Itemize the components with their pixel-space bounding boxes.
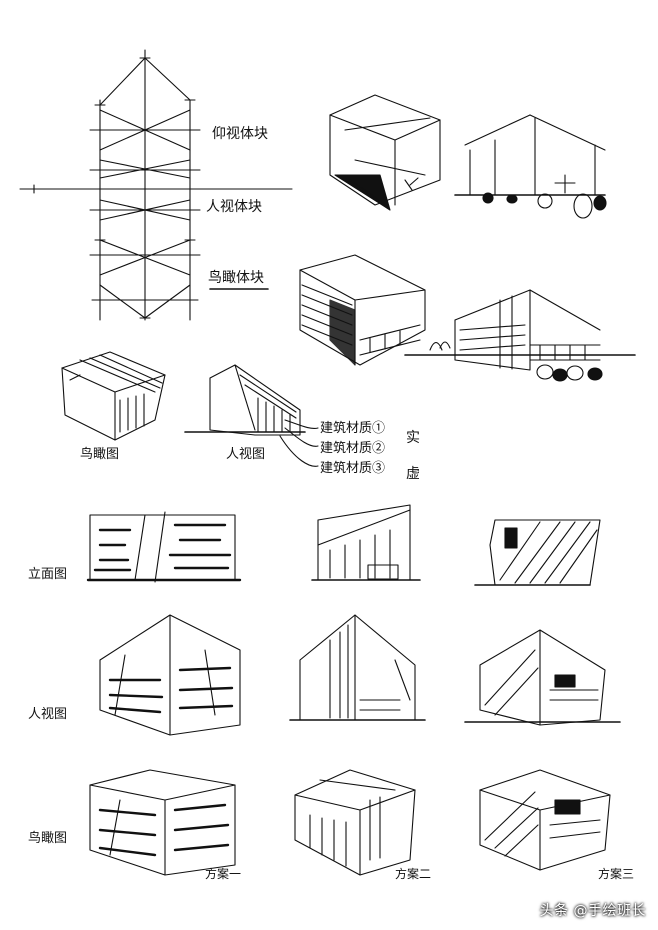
hatched-box-sketch [329, 94, 441, 211]
label-material-3: 建筑材质③ [320, 460, 385, 476]
label-scheme-2: 方案二 [395, 866, 431, 881]
person-view-scheme-1 [99, 614, 241, 736]
label-aerial-view-small: 鸟瞰图 [80, 446, 119, 462]
label-aerial-row: 鸟瞰图 [28, 830, 67, 846]
label-void: 虚 [406, 466, 420, 482]
label-person-view-small: 人视图 [226, 447, 265, 462]
aerial-scheme-3 [479, 769, 611, 871]
perspective-study-diagram [19, 49, 293, 321]
label-material-1: 建筑材质① [320, 420, 385, 436]
elevation-scheme-3 [474, 519, 601, 586]
label-scheme-3: 方案三 [598, 866, 634, 881]
watermark-text: 头条 @手绘班长 [539, 903, 646, 919]
label-scheme-1: 方案一 [205, 866, 241, 881]
person-view-scheme-3 [464, 629, 621, 726]
label-person-row: 人视图 [28, 707, 67, 722]
person-view-scheme-2 [289, 614, 426, 721]
small-aerial-sketch [61, 351, 166, 441]
label-material-2: 建筑材质② [320, 440, 385, 456]
eye-level-building-sketch [404, 289, 636, 382]
label-aerial-block: 鸟瞰体块 [208, 270, 264, 286]
label-elevation-row: 立面图 [28, 567, 67, 582]
material-legend-arrows [279, 419, 319, 467]
label-eye-level-block: 人视体块 [206, 199, 262, 215]
label-upward-view-block: 仰视体块 [212, 126, 268, 142]
aerial-building-sketch [299, 254, 426, 366]
aerial-scheme-2 [294, 769, 416, 876]
small-person-view-sketch [184, 364, 306, 436]
frame-with-trees-sketch [454, 114, 607, 219]
label-solid: 实 [406, 430, 420, 446]
elevation-scheme-2 [311, 504, 421, 581]
elevation-scheme-1 [86, 511, 242, 583]
aerial-scheme-1 [89, 769, 236, 876]
